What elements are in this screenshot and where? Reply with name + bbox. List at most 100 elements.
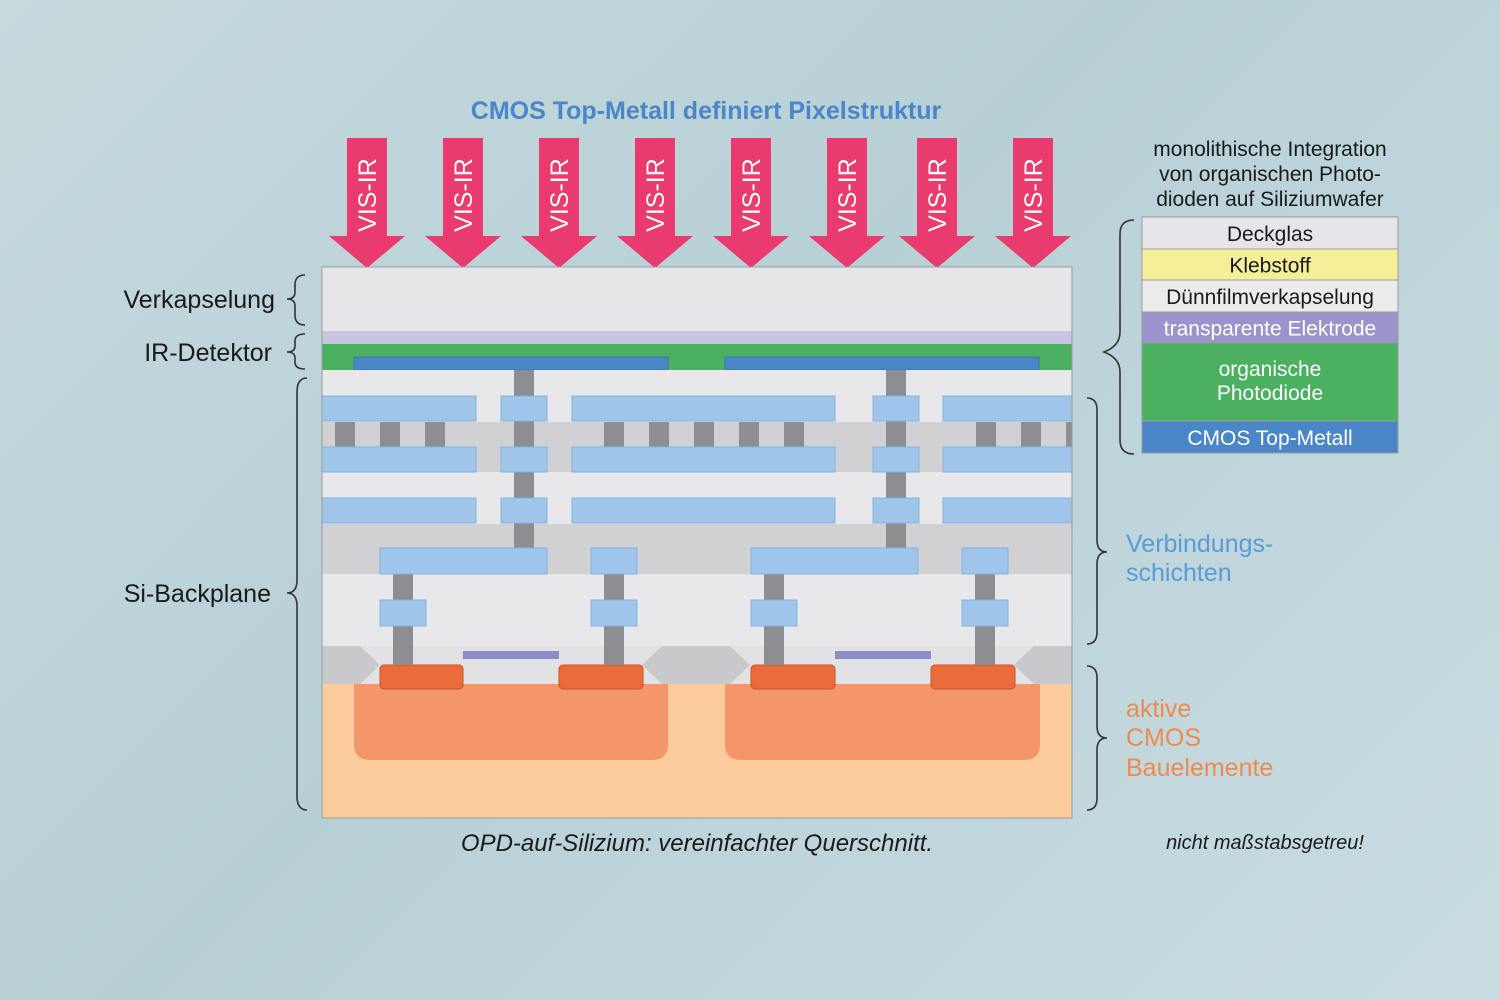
isolation-oxide [1014,646,1072,684]
arrow-label: VIS-IR [642,158,670,232]
vis-ir-arrow: VIS-IR [995,138,1071,268]
arrow-shape [329,138,405,268]
arrow-label: VIS-IR [924,158,952,232]
via [425,422,445,447]
metal-line [321,446,477,473]
dielectric-band [322,626,1072,646]
arrow-label: VIS-IR [450,158,478,232]
metal-line [750,599,798,627]
top-metal-pad-right [724,356,1040,371]
stack-layer [1141,311,1399,344]
label-aktive-cmos-1: aktive [1126,695,1191,723]
transistor-gate [463,651,559,659]
diffusion-region [379,664,464,690]
stack-layer-label: organische [1219,358,1322,381]
vis-ir-arrow: VIS-IR [899,138,975,268]
label-verbindungsschichten-1: Verbindungs- [1126,530,1273,558]
arrow-label: VIS-IR [834,158,862,232]
metal-line [590,599,638,627]
arrow-label: VIS-IR [1020,158,1048,232]
transistor-gate [835,651,931,659]
via [1021,422,1041,447]
cmos-well-left [354,684,668,760]
metal-line [942,395,1073,422]
stack-heading-2: von organischen Photo- [1159,163,1381,186]
transparent-electrode-layer [322,331,1072,344]
label-verbindungsschichten-2: schichten [1126,559,1232,587]
layer-stack: DeckglasKlebstoffDünnfilmverkapselungtra… [1141,216,1399,454]
diffusion-region [930,664,1016,690]
label-si-backplane: Si-Backplane [124,580,271,608]
metal-line [961,547,1009,575]
brace-aktive-cmos [1086,665,1108,811]
encapsulation-layer [322,267,1072,331]
cross-section-border [321,266,1073,819]
metal-line [379,599,427,627]
label-aktive-cmos-3: Bauelemente [1126,754,1273,782]
metal-line [500,395,548,422]
light-arrows: VIS-IR VIS-IR VIS-IR VIS-IR VIS-IR VIS-IR VIS-… [329,138,1071,268]
cmos-well-right [725,684,1040,760]
via [1066,422,1072,447]
label-ir-detektor: IR-Detektor [144,339,272,367]
metal-line [942,446,1073,473]
stack-layer-label: Photodiode [1217,382,1323,405]
dielectric-band [322,574,1072,626]
via [604,422,624,447]
metal-line [571,446,836,473]
metal-line [500,497,548,524]
metal-line [379,547,548,575]
brace-ir-detektor [286,333,306,370]
via [649,422,669,447]
arrow-shape [521,138,597,268]
stack-layer-label: Dünnfilmverkapselung [1166,286,1374,309]
via [976,422,996,447]
via [739,422,759,447]
stack-heading-3: dioden auf Siliziumwafer [1156,188,1384,211]
arrow-shape [425,138,501,268]
brace-stack [1101,219,1135,455]
via [784,422,804,447]
brace-verbindungsschichten [1086,397,1108,645]
metal-line [321,497,477,524]
stack-layer [1141,279,1399,313]
arrow-shape [809,138,885,268]
metal-line [872,497,920,524]
via [335,422,355,447]
vis-ir-arrow: VIS-IR [521,138,597,268]
stack-layer-label: Klebstoff [1229,255,1310,278]
metal-line [942,497,1073,524]
vis-ir-arrow: VIS-IR [809,138,885,268]
arrow-label: VIS-IR [738,158,766,232]
scale-note: nicht maßstabsgetreu! [1166,832,1364,854]
vis-ir-arrow: VIS-IR [713,138,789,268]
metal-line [500,446,548,473]
isolation-oxide [322,646,380,684]
via [380,422,400,447]
stack-layer-label: transparente Elektrode [1164,318,1376,341]
metal-lines [321,395,1073,627]
stack-layer [1141,342,1399,422]
stack-layer-label: CMOS Top-Metall [1187,427,1352,450]
stack-heading-1: monolithische Integration [1153,138,1386,161]
top-metal-pad-left [353,356,669,371]
diagram-title: CMOS Top-Metall definiert Pixelstruktur [471,97,942,125]
arrow-label: VIS-IR [354,158,382,232]
metal-line [321,395,477,422]
metal-line [590,547,638,575]
metal-line [571,395,836,422]
stack-layer [1141,420,1399,454]
isolation-oxide [642,646,750,684]
diffusion-region [750,664,836,690]
metal-line [872,446,920,473]
arrow-shape [899,138,975,268]
arrow-shape [995,138,1071,268]
metal-line [571,497,836,524]
label-aktive-cmos-2: CMOS [1126,724,1201,752]
arrow-label: VIS-IR [546,158,574,232]
diagram-caption: OPD-auf-Silizium: vereinfachter Querschn… [461,830,933,857]
arrow-shape [713,138,789,268]
via [694,422,714,447]
brace-si-backplane [286,377,308,811]
label-verkapselung: Verkapselung [123,286,275,314]
